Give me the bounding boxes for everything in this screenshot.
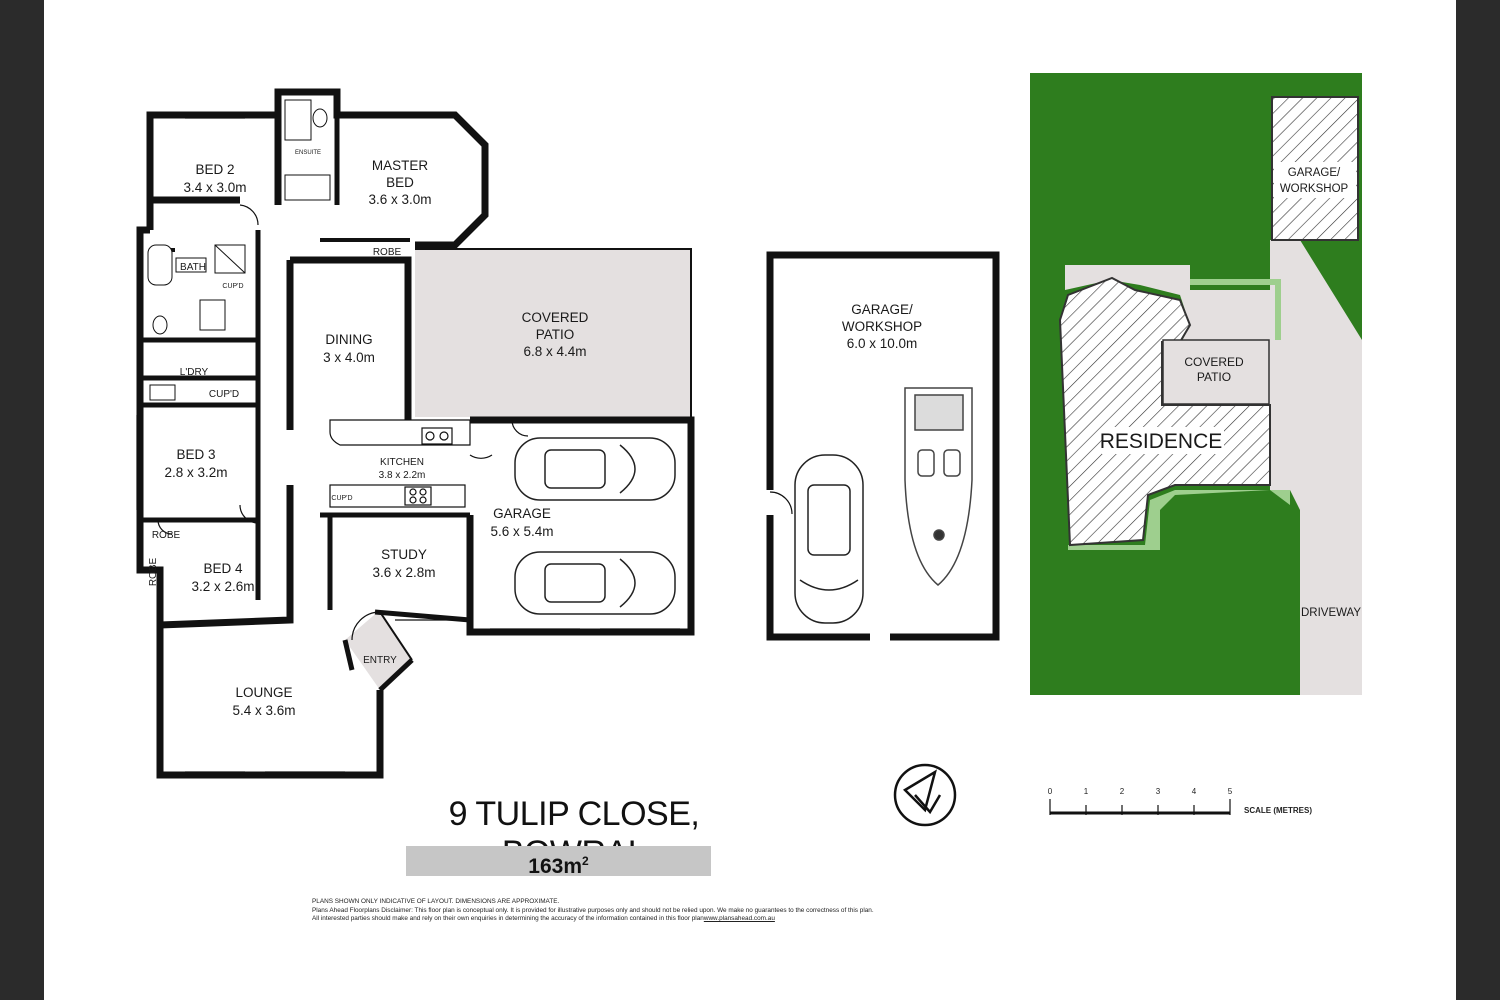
dining-name: DINING: [325, 332, 372, 347]
driveway-label: DRIVEWAY: [1301, 607, 1361, 619]
north-arrow-icon: [893, 763, 957, 827]
covered-patio-area: [415, 249, 691, 417]
residence-label: RESIDENCE: [1100, 430, 1223, 453]
bath-cupd-label: CUP'D: [222, 283, 243, 290]
site-patio-label-1: COVERED: [1184, 355, 1244, 369]
disclaimer-line-1: PLANS SHOWN ONLY INDICATIVE OF LAYOUT. D…: [312, 898, 560, 905]
floor-area-bar: 163m2: [406, 846, 711, 878]
bed4-name: BED 4: [203, 561, 243, 576]
site-garage-label-1: GARAGE/: [1288, 167, 1341, 179]
entry-area: [345, 610, 412, 690]
study-dims: 3.6 x 2.8m: [372, 565, 435, 580]
scale-bar: [1049, 799, 1231, 815]
kitchen-name: KITCHEN: [380, 457, 424, 468]
disclaimer-line-2: Plans Ahead Floorplans Disclaimer: This …: [312, 906, 874, 914]
bed4-robe-vertical-label: ROBE: [148, 558, 159, 587]
garage-cars: [514, 437, 676, 615]
workshop-plan: [766, 251, 1000, 641]
site-patio-label-2: PATIO: [1197, 370, 1231, 384]
workshop-name-1: GARAGE/: [851, 302, 913, 317]
site-garage-label-2: WORKSHOP: [1280, 183, 1349, 195]
entry-label: ENTRY: [363, 655, 397, 666]
driveway-area: [1270, 240, 1362, 695]
floor-area-unit-exponent: 2: [582, 854, 589, 868]
dining-dims: 3 x 4.0m: [323, 350, 375, 365]
patio-dims: 6.8 x 4.4m: [523, 344, 586, 359]
master-robe-label: ROBE: [373, 247, 402, 258]
bath-label: BATH: [180, 262, 206, 273]
master-dims: 3.6 x 3.0m: [368, 192, 431, 207]
ldry-cupd-label: CUP'D: [209, 389, 239, 400]
disclaimer-link[interactable]: www.plansahead.com.au: [703, 915, 775, 922]
disclaimer: PLANS SHOWN ONLY INDICATIVE OF LAYOUT. D…: [312, 898, 1012, 924]
bed4-robe-label: ROBE: [152, 530, 181, 541]
patio-name-2: PATIO: [536, 327, 575, 342]
kitchen-cupd-label: CUP'D: [331, 495, 352, 502]
scale-tick-3: 3: [1155, 787, 1161, 796]
master-name-2: BED: [386, 175, 414, 190]
scale-tick-2: 2: [1119, 787, 1125, 796]
floor-area-value: 163m: [528, 855, 583, 878]
lounge-name: LOUNGE: [235, 685, 292, 700]
workshop-name-2: WORKSHOP: [842, 319, 922, 334]
boat: [904, 387, 973, 586]
bed2-dims: 3.4 x 3.0m: [183, 180, 246, 195]
scale-tick-0: 0: [1047, 787, 1053, 796]
patio-name-1: COVERED: [522, 310, 589, 325]
floor-plan-drawing: BED 2 3.4 x 3.0m MASTER BED 3.6 x 3.0m E…: [136, 73, 1362, 827]
scale-tick-1: 1: [1083, 787, 1089, 796]
bed2-name: BED 2: [195, 162, 234, 177]
main-house-plan: [136, 88, 695, 779]
ldry-label: L'DRY: [180, 367, 209, 378]
scale-label: SCALE (METRES): [1244, 806, 1312, 815]
bed3-dims: 2.8 x 3.2m: [164, 465, 227, 480]
garage-dims: 5.6 x 5.4m: [490, 524, 553, 539]
master-name-1: MASTER: [372, 158, 429, 173]
disclaimer-line-3: All interested parties should make and r…: [312, 915, 704, 922]
scale-tick-5: 5: [1227, 787, 1233, 796]
ensuite-label: ENSUITE: [295, 150, 321, 156]
room-labels: BED 2 3.4 x 3.0m MASTER BED 3.6 x 3.0m E…: [148, 150, 589, 718]
study-name: STUDY: [381, 547, 427, 562]
lounge-dims: 5.4 x 3.6m: [232, 703, 295, 718]
bed4-dims: 3.2 x 2.6m: [191, 579, 254, 594]
garage-name: GARAGE: [493, 506, 551, 521]
site-plan: [1030, 73, 1362, 695]
bed3-name: BED 3: [176, 447, 215, 462]
residence-footprint: [1058, 276, 1271, 547]
workshop-dims: 6.0 x 10.0m: [847, 336, 918, 351]
floorplan-sheet: BED 2 3.4 x 3.0m MASTER BED 3.6 x 3.0m E…: [44, 0, 1456, 1000]
kitchen-dims: 3.8 x 2.2m: [379, 470, 426, 481]
scale-tick-4: 4: [1191, 787, 1197, 796]
